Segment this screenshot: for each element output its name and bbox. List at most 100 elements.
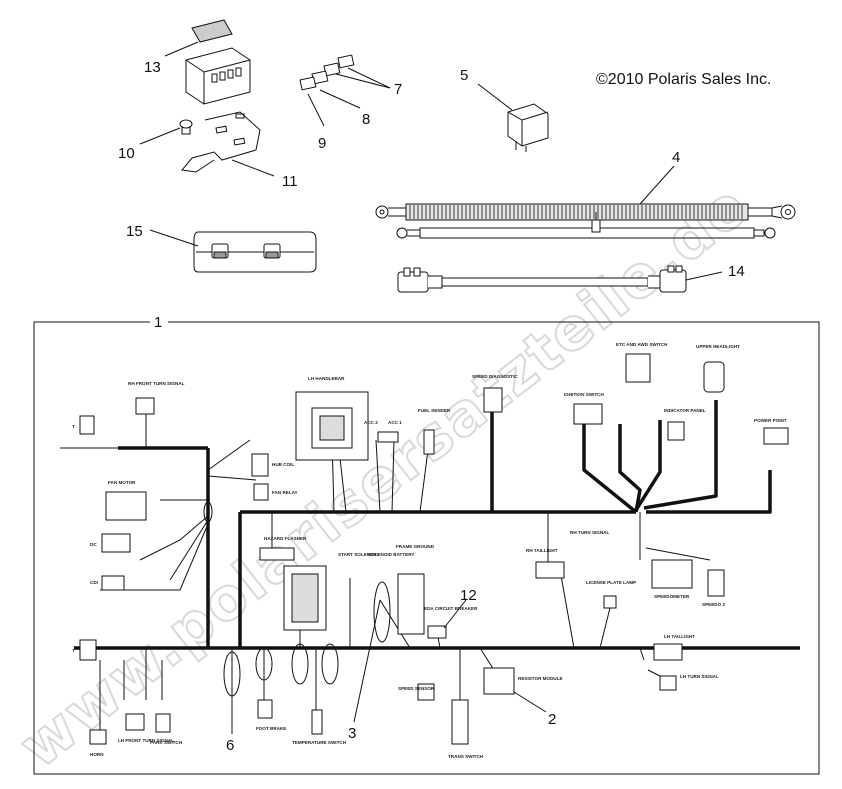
etc-awd-switch-connector	[625, 353, 651, 383]
svg-text:DC: DC	[90, 542, 97, 547]
ignition-switch-connector	[573, 403, 603, 425]
svg-text:T: T	[72, 424, 75, 429]
svg-text:RESISTOR MODULE: RESISTOR MODULE	[518, 676, 563, 681]
svg-text:SPEEDOMETER: SPEEDOMETER	[654, 594, 690, 599]
part-4-battery-cable	[375, 203, 796, 239]
lh-front-turn-signal-connector	[125, 713, 145, 731]
part-14-pigtail	[397, 265, 687, 293]
svg-text:LH TAILLIGHT: LH TAILLIGHT	[664, 634, 695, 639]
rh-taillight-connector	[535, 561, 565, 579]
fan-motor-connector	[105, 491, 147, 521]
callout-14: 14	[728, 263, 745, 280]
callout-4: 4	[672, 149, 680, 166]
foot-brake-connector	[257, 699, 273, 719]
frame-ground-block	[397, 573, 425, 635]
speedometer-connector	[651, 559, 693, 589]
upper-headlight-connector	[703, 361, 725, 393]
callout-1: 1	[154, 314, 162, 331]
fuel-sender-connector	[423, 429, 435, 455]
speed-diagnostic-connector	[483, 387, 503, 413]
indicator-panel-connector	[667, 421, 685, 441]
resistor-module	[483, 667, 515, 695]
power-point-connector	[763, 427, 789, 445]
svg-text:INDICATOR PANEL: INDICATOR PANEL	[664, 408, 706, 413]
svg-text:LH FRONT TURN SIGNAL: LH FRONT TURN SIGNAL	[118, 738, 174, 743]
part-7-8-9-fuses	[299, 54, 355, 91]
cable-ribbing	[409, 205, 743, 219]
lh-taillight-connector	[653, 643, 683, 661]
horn-connector	[89, 729, 107, 745]
callout-8: 8	[362, 111, 370, 128]
svg-text:HAZARD FLASHER: HAZARD FLASHER	[264, 536, 307, 541]
callout-10: 10	[118, 145, 135, 162]
svg-text:HUB COIL: HUB COIL	[272, 462, 294, 467]
callout-11: 11	[282, 173, 298, 190]
callout-9: 9	[318, 135, 326, 152]
component-labels: RH FRONT TURN SIGNAL LH HANDLEBAR SPEED …	[72, 342, 787, 759]
part-11-bracket	[181, 111, 261, 173]
park-switch-connector	[155, 713, 171, 733]
svg-text:RH TURN SIGNAL: RH TURN SIGNAL	[570, 530, 609, 535]
callout-15: 15	[126, 223, 143, 240]
part-15-cover	[193, 231, 317, 273]
temperature-switch-connector	[311, 709, 323, 735]
svg-text:FAN RELAY: FAN RELAY	[272, 490, 298, 495]
svg-text:SPEEDO 2: SPEEDO 2	[702, 602, 725, 607]
svg-text:RH TAILLIGHT: RH TAILLIGHT	[526, 548, 558, 553]
svg-text:ACC 2: ACC 2	[364, 420, 378, 425]
speed-sensor-connector	[417, 683, 435, 701]
callout-7: 7	[394, 81, 402, 98]
speedo-2-connector	[707, 569, 725, 597]
acc-connector	[377, 431, 399, 443]
svg-text:TRANS SWITCH: TRANS SWITCH	[448, 754, 484, 759]
svg-text:FUEL SENDER: FUEL SENDER	[418, 408, 451, 413]
callout-12: 12	[460, 587, 477, 604]
svg-text:SOLENOID BATTERY: SOLENOID BATTERY	[368, 552, 414, 557]
callout-13: 13	[144, 59, 161, 76]
callout-3: 3	[348, 725, 356, 742]
lh-turn-signal-connector	[659, 675, 677, 691]
hub-coil-connector	[251, 453, 269, 477]
trans-switch-connector	[451, 699, 469, 745]
svg-text:ETC AND AWD SWITCH: ETC AND AWD SWITCH	[616, 342, 668, 347]
svg-text:IGNITION SWITCH: IGNITION SWITCH	[564, 392, 604, 397]
svg-text:FRAME GROUND: FRAME GROUND	[396, 544, 435, 549]
watermark: www.polarisersatzteile.de	[7, 171, 762, 782]
cdi-connector	[101, 575, 125, 591]
svg-text:CDI: CDI	[90, 580, 98, 585]
rh-front-turn-signal-connector	[135, 397, 155, 415]
svg-text:RH FRONT TURN SIGNAL: RH FRONT TURN SIGNAL	[128, 381, 185, 386]
svg-text:FAN MOTOR: FAN MOTOR	[108, 480, 136, 485]
t-connector-upper	[79, 415, 95, 435]
copyright-text: ©2010 Polaris Sales Inc.	[596, 71, 771, 88]
svg-text:FOOT BRAKE: FOOT BRAKE	[256, 726, 286, 731]
callout-2: 2	[548, 711, 556, 728]
svg-text:SPEED DIAGNOSTIC: SPEED DIAGNOSTIC	[472, 374, 518, 379]
svg-text:ACC 1: ACC 1	[388, 420, 402, 425]
license-plate-lamp-connector	[603, 595, 617, 609]
part-5-relay	[507, 103, 549, 152]
svg-text:HORN: HORN	[90, 752, 104, 757]
svg-text:UPPER HEADLIGHT: UPPER HEADLIGHT	[696, 344, 740, 349]
svg-text:EDA CIRCUIT BREAKER: EDA CIRCUIT BREAKER	[424, 606, 478, 611]
fan-relay-connector	[253, 483, 269, 501]
eda-circuit-breaker	[427, 625, 447, 639]
dc-connector	[101, 533, 131, 553]
callout-6: 6	[226, 737, 234, 754]
svg-text:LICENSE PLATE LAMP: LICENSE PLATE LAMP	[586, 580, 636, 585]
harness-frame	[33, 321, 820, 775]
part-10-screw	[179, 119, 193, 135]
svg-text:PARK SWITCH: PARK SWITCH	[150, 740, 183, 745]
t-connector-lower	[79, 639, 97, 661]
svg-text:LH HANDLEBAR: LH HANDLEBAR	[308, 376, 345, 381]
svg-text:LH TURN SIGNAL: LH TURN SIGNAL	[680, 674, 719, 679]
svg-text:POWER POINT: POWER POINT	[754, 418, 787, 423]
harness-connectors	[79, 353, 789, 745]
svg-text:T: T	[72, 648, 75, 653]
svg-text:START SOLENOID: START SOLENOID	[338, 552, 379, 557]
part-13-connector-block	[185, 19, 251, 105]
svg-text:TEMPERATURE SWITCH: TEMPERATURE SWITCH	[292, 740, 347, 745]
svg-text:SPEED SENSOR: SPEED SENSOR	[398, 686, 435, 691]
callout-5: 5	[460, 67, 468, 84]
